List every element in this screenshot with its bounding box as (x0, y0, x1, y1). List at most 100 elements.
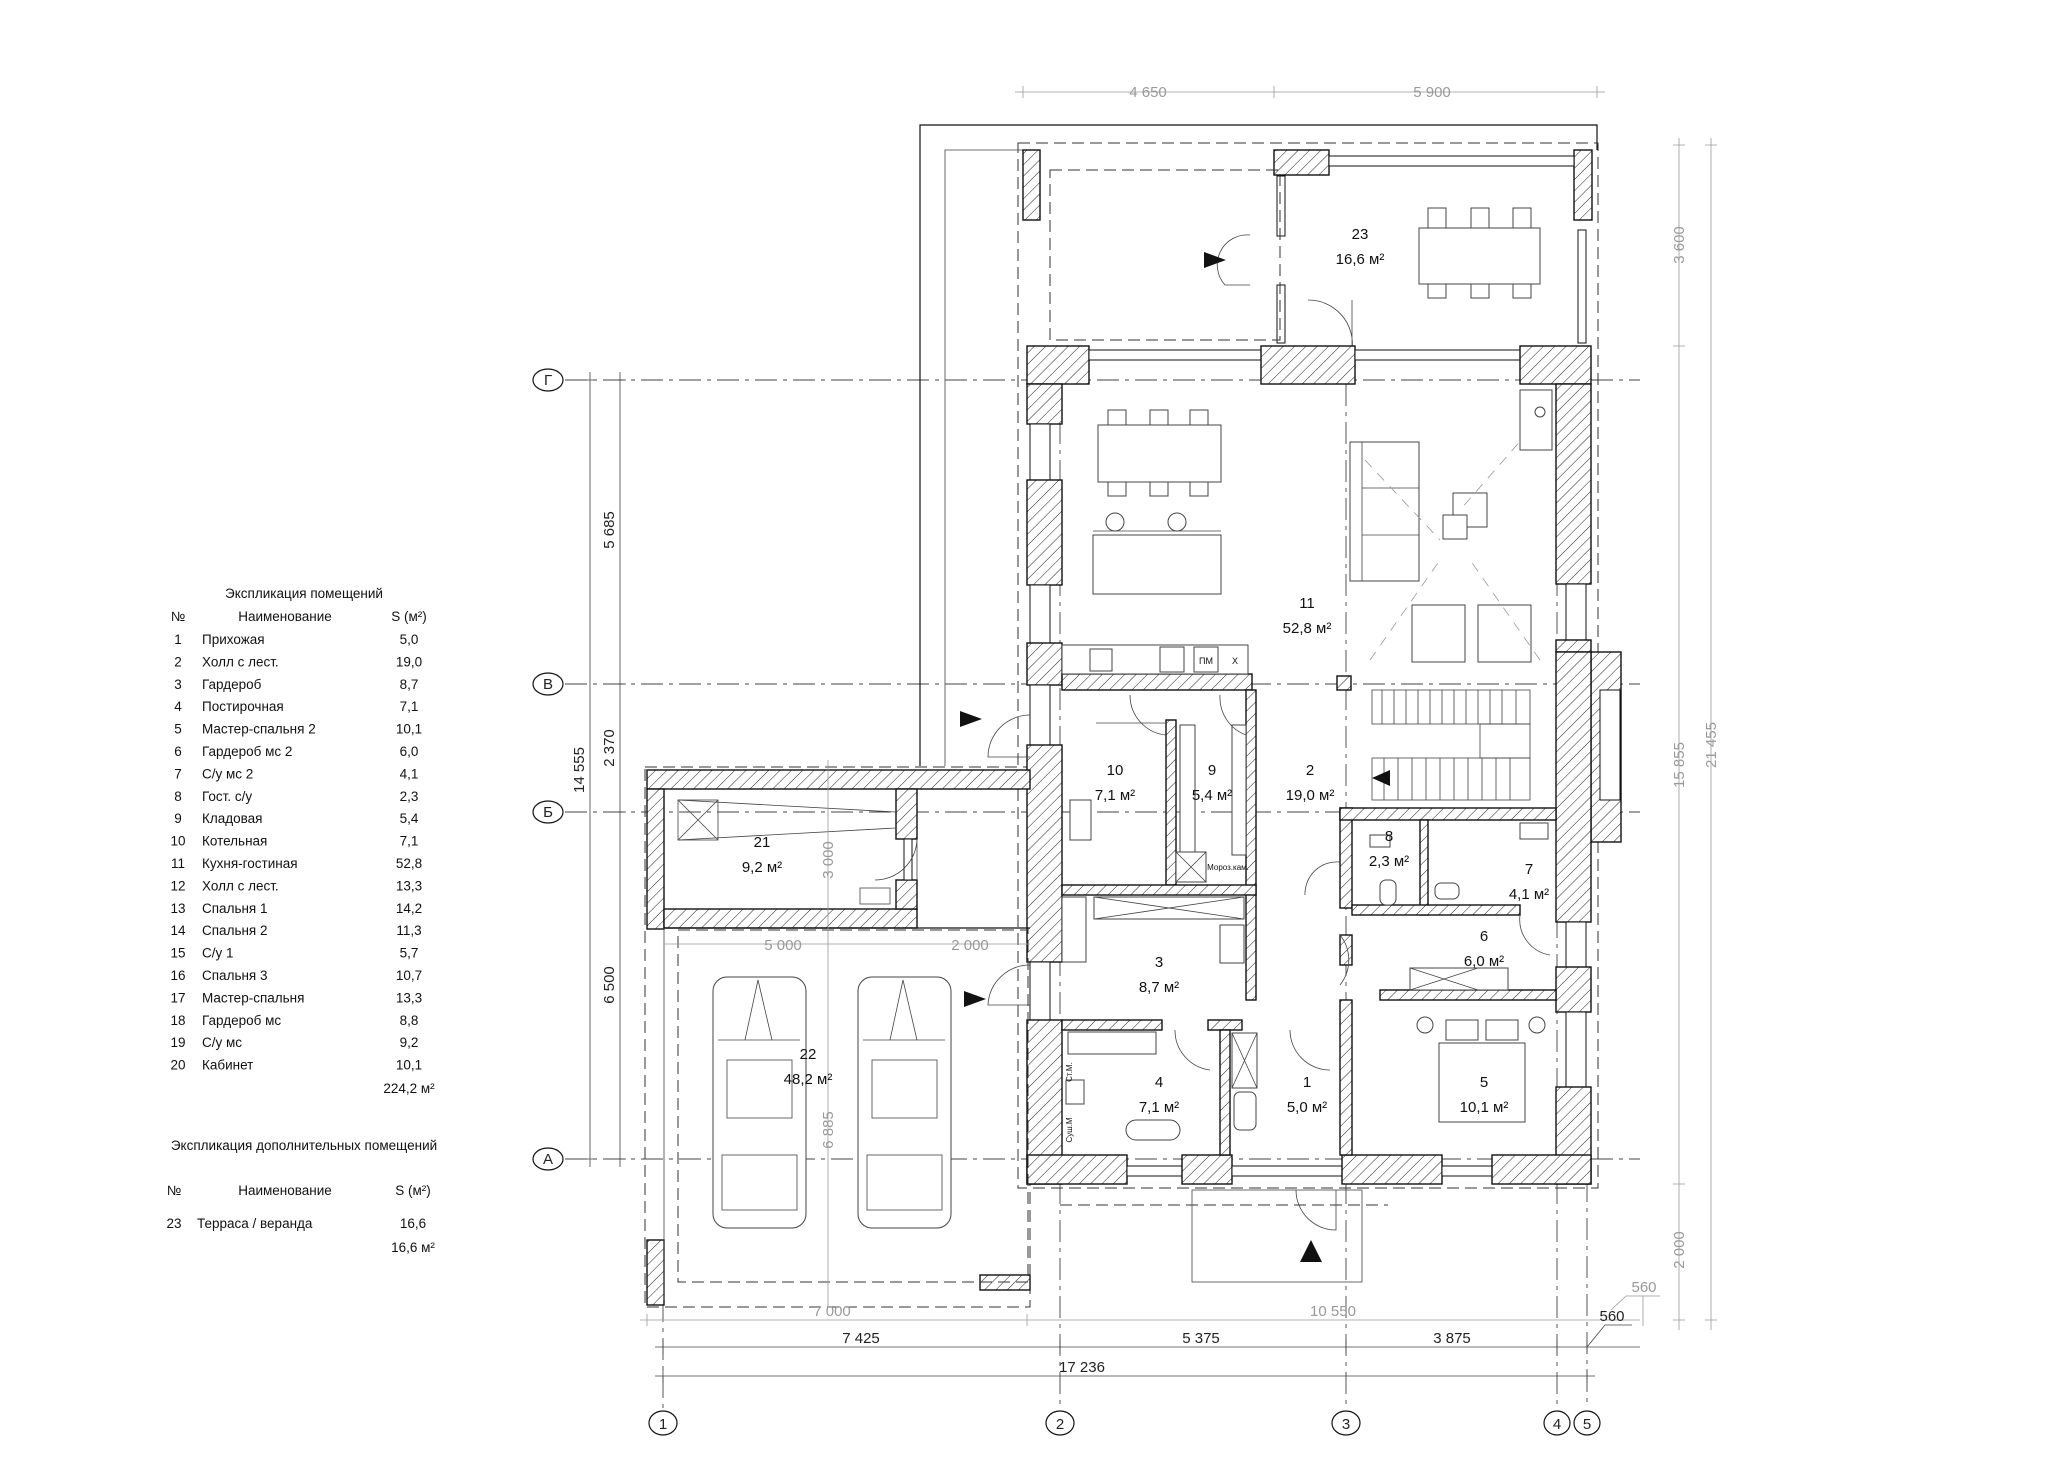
schedule-title: Экспликация помещений (225, 586, 383, 601)
schedule-row-name: Мастер-спальня (202, 990, 304, 1005)
schedule-row-name: С/у 1 (202, 946, 234, 961)
extra-schedule-total: 16,6 м² (391, 1240, 435, 1255)
dim-garage-passage: 2 000 (951, 937, 989, 954)
dim-left-total: 14 555 (571, 747, 588, 793)
axis-label: Г (544, 372, 552, 389)
axis-label: 1 (659, 1416, 667, 1433)
dim-right-house: 15 855 (1671, 742, 1688, 788)
terrace (1022, 149, 1593, 351)
room-area: 5,0 м² (1287, 1099, 1327, 1116)
schedule-header-area: S (м²) (391, 609, 427, 624)
room-area: 48,2 м² (784, 1071, 833, 1088)
room-number: 5 (1480, 1074, 1488, 1091)
schedule-row-area: 7,1 (400, 834, 419, 849)
room-number: 4 (1155, 1074, 1163, 1091)
dim-left-1: 5 685 (601, 511, 618, 549)
schedule-row-area: 5,4 (400, 811, 419, 826)
schedule-row-name: Гост. с/у (202, 789, 252, 804)
dim-storage-depth: 3 000 (820, 841, 837, 879)
axis-marker-2: 2 (1045, 1410, 1075, 1436)
extra-schedule-title: Экспликация дополнительных помещений (171, 1138, 437, 1153)
axis-label: 4 (1553, 1416, 1561, 1433)
dim-chain-2: 5 375 (1182, 1330, 1220, 1347)
schedule-row-area: 13,3 (396, 878, 422, 893)
car-right (857, 976, 952, 1229)
room-number: 1 (1303, 1074, 1311, 1091)
room-area: 8,7 м² (1139, 979, 1179, 996)
extra-row-name: Терраса / веранда (197, 1216, 313, 1231)
car-left (712, 976, 807, 1229)
entrance-arrow-icon (1204, 252, 1226, 268)
schedule-row-area: 2,3 (400, 789, 419, 804)
extra-header-area: S (м²) (395, 1183, 431, 1198)
room-area: 16,6 м² (1336, 251, 1385, 268)
schedule-row-name: Котельная (202, 834, 267, 849)
schedule-row-num: 18 (170, 1013, 185, 1028)
schedule-row-num: 17 (170, 990, 185, 1005)
dishwasher-label: ПМ (1199, 656, 1213, 666)
dim-bottom-total: 17 236 (1059, 1359, 1105, 1376)
schedule-row-num: 8 (174, 789, 182, 804)
room-area: 4,1 м² (1509, 886, 1549, 903)
schedule-row-name: Спальня 3 (202, 968, 268, 983)
schedule-row-area: 8,7 (400, 677, 419, 692)
room-area: 2,3 м² (1369, 853, 1409, 870)
room-area: 19,0 м² (1286, 787, 1335, 804)
extra-row-area: 16,6 (400, 1216, 426, 1231)
dim-bottom-offset: 560 (1631, 1279, 1656, 1296)
room-schedule: Экспликация помещений № Наименование S (… (170, 586, 435, 1096)
dim-left-3: 6 500 (601, 966, 618, 1004)
dim-top-1: 4 650 (1129, 84, 1167, 101)
axis-label: 5 (1583, 1416, 1591, 1433)
schedule-row-area: 13,3 (396, 990, 422, 1005)
schedule-row-area: 5,7 (400, 946, 419, 961)
axis-label: Б (543, 804, 553, 821)
dim-chain-3: 3 875 (1433, 1330, 1471, 1347)
room-number: 6 (1480, 928, 1488, 945)
dim-chain-1: 7 425 (842, 1330, 880, 1347)
room-number: 3 (1155, 954, 1163, 971)
axis-label: 3 (1342, 1416, 1350, 1433)
room-area: 6,0 м² (1464, 953, 1504, 970)
room-area: 52,8 м² (1283, 620, 1332, 637)
axis-marker-g: Г (532, 368, 564, 392)
schedule-row-area: 9,2 (400, 1035, 419, 1050)
schedule-header-name: Наименование (238, 609, 332, 624)
schedule-row-area: 6,0 (400, 744, 419, 759)
schedule-row-name: Кабинет (202, 1058, 253, 1073)
room-number: 9 (1208, 762, 1216, 779)
staircase (1371, 689, 1531, 801)
schedule-row-area: 19,0 (396, 654, 422, 669)
schedule-row-area: 8,8 (400, 1013, 419, 1028)
dim-garage-width: 5 000 (764, 937, 802, 954)
axis-label: В (543, 676, 553, 693)
schedule-row-name: Спальня 1 (202, 901, 268, 916)
schedule-row-num: 3 (174, 677, 182, 692)
schedule-row-area: 52,8 (396, 856, 422, 871)
dim-top-2: 5 900 (1413, 84, 1451, 101)
furniture: ПМ Х Мороз.кам. Ст.М. Суш.М (1061, 207, 1553, 1231)
schedule-row-name: С/у мс (202, 1035, 242, 1050)
room-number: 21 (754, 834, 771, 851)
schedule-row-name: Гардероб мс 2 (202, 744, 292, 759)
schedule-row-num: 13 (170, 901, 185, 916)
dim-chain-4: 560 (1599, 1308, 1624, 1325)
axis-marker-b: Б (532, 800, 564, 824)
room-number: 22 (800, 1046, 817, 1063)
entrance-arrows (960, 252, 1322, 1262)
schedule-row-num: 4 (174, 699, 182, 714)
extra-row-num: 23 (166, 1216, 181, 1231)
axis-label: 2 (1056, 1416, 1064, 1433)
room-number: 2 (1306, 762, 1314, 779)
axis-label: А (543, 1151, 553, 1168)
schedule-row-num: 10 (170, 834, 185, 849)
extra-header-num: № (167, 1183, 181, 1198)
schedule-total: 224,2 м² (383, 1081, 435, 1096)
schedule-row-name: Спальня 2 (202, 923, 268, 938)
schedule-row-area: 10,1 (396, 722, 422, 737)
schedule-row-name: Постирочная (202, 699, 284, 714)
washer-label: Ст.М. (1065, 1062, 1074, 1082)
schedule-row-num: 15 (170, 946, 185, 961)
axis-marker-3: 3 (1331, 1410, 1361, 1436)
